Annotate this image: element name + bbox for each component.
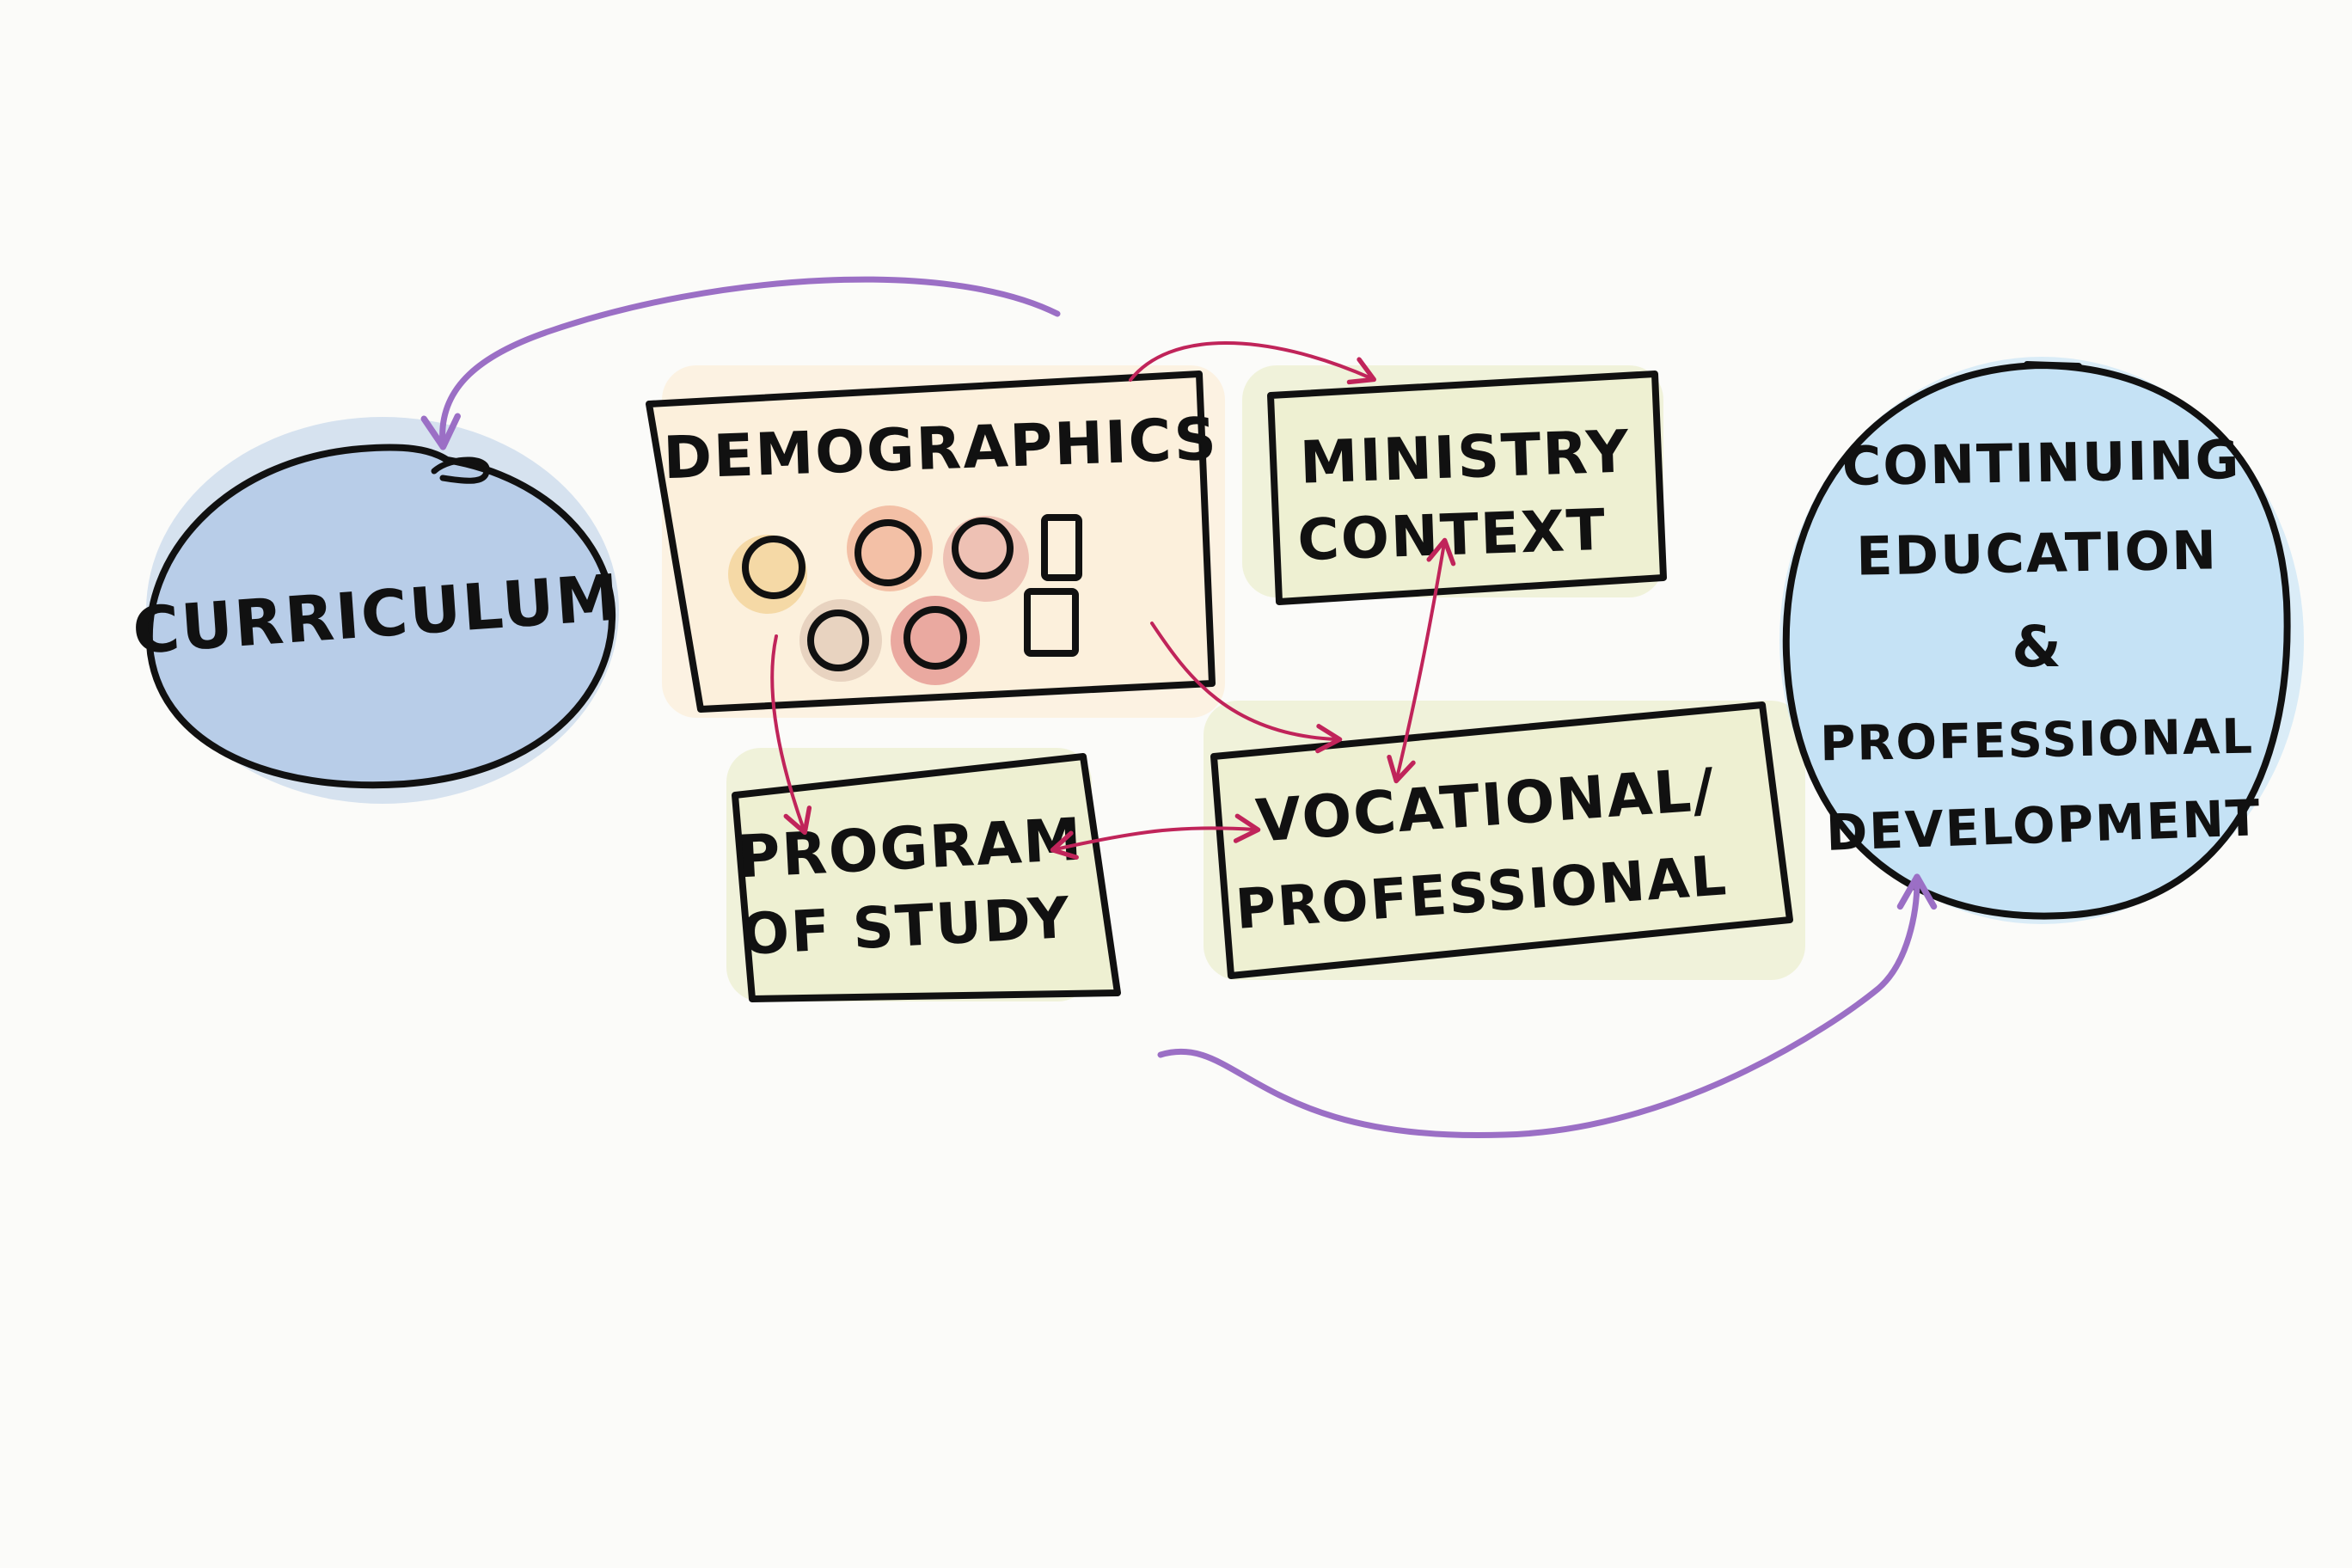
edge-vocational-to-continuing [1157, 873, 1938, 1139]
continuing-top-mark [2024, 361, 2082, 370]
edges [420, 276, 1938, 1139]
marker-2-circle [854, 519, 922, 586]
continuing-line3: & [2012, 614, 2063, 680]
continuing-line1: CONTINUING [1841, 428, 2241, 498]
edge-demographics-to-curriculum [420, 276, 1061, 450]
vocational-box [1210, 701, 1793, 979]
edge-demographics-to-vocational [1150, 622, 1343, 754]
marker-3-circle [952, 518, 1014, 579]
edge-demographics-to-program [770, 634, 812, 836]
edge-vocational-ministry [1387, 537, 1456, 784]
program-of-study-node: PROGRAM OF STUDY [726, 748, 1121, 1002]
continuing-line2: EDUCATION [1856, 518, 2219, 587]
program-box [732, 753, 1121, 1002]
edge-demographics-to-ministry [1129, 341, 1376, 385]
continuing-line4: PROFESSIONAL [1820, 709, 2255, 773]
ministry-line1: MINISTRY [1299, 418, 1632, 497]
ministry-line2: CONTEXT [1296, 497, 1608, 574]
curriculum-shape [145, 444, 616, 789]
curriculum-scribble [431, 456, 490, 484]
continuing-shape [1782, 362, 2291, 920]
ministry-context-node: MINISTRY CONTEXT [1242, 365, 1667, 605]
vocational-professional-node: VOCATIONAL/ PROFESSIONAL [1204, 701, 1805, 980]
marker-5-circle [807, 609, 869, 671]
marker-6-circle [903, 606, 967, 670]
demographics-node: DEMOGRAPHICS [646, 365, 1225, 718]
edge-program-vocational [1050, 813, 1261, 860]
marker-1-circle [742, 536, 805, 599]
marker-7-square [1024, 588, 1079, 657]
marker-4-square [1041, 514, 1082, 581]
curriculum-node: CURRICULUM [131, 417, 623, 804]
ministry-box [1267, 371, 1667, 605]
continuing-education-node: CONTINUING EDUCATION & PROFESSIONAL DEVE… [1779, 357, 2304, 924]
